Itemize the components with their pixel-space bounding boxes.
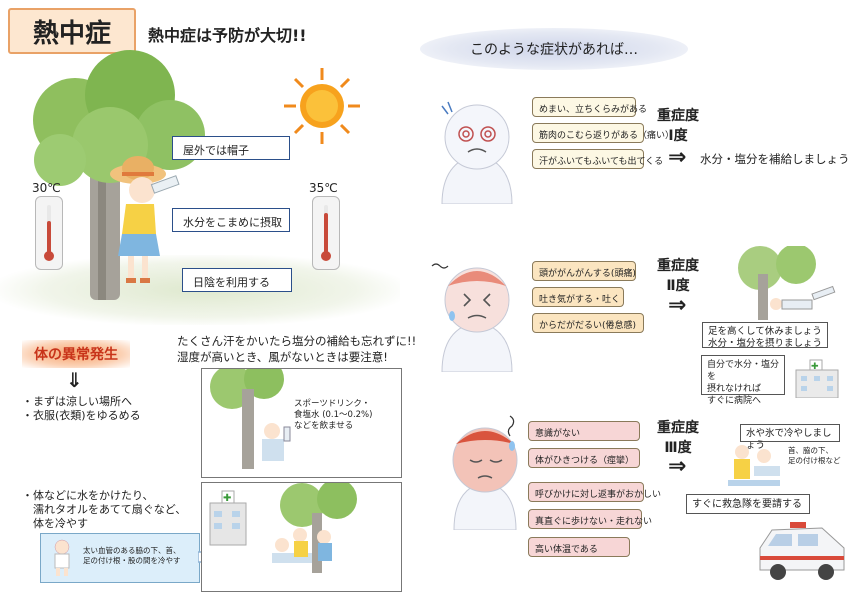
cool-body-parts: 首、脇の下、 足の付け根など [788, 446, 841, 465]
hospital-note: 自分で水分・塩分を 摂れなければ すぐに病院へ [701, 355, 785, 406]
dizzy-face-illustration [441, 101, 513, 204]
symptom-2-3: からだがだるい(倦怠感) [532, 313, 644, 333]
cool-action: 水や氷で冷やしましょう [740, 424, 840, 451]
page-subtitle: 熱中症は予防が大切!! [148, 26, 307, 45]
baby-cooling-box: 太い血管のある脇の下、首、 足の付け根・股の間を冷やす [40, 533, 200, 583]
first-steps: ・まずは涼しい場所へ ・衣服(衣類)をゆるめる [22, 395, 141, 423]
cooling-instructions: ・体などに水をかけたり、 濡れタオルをあてて扇ぐなど、 体を冷やす [22, 489, 187, 530]
page-title: 熱中症 [8, 8, 136, 54]
hospital-building-icon: ✚ [795, 359, 839, 398]
thermometer-right-icon [312, 196, 340, 270]
label-shade: 日陰を利用する [182, 268, 292, 292]
temperature-label-left: 30℃ [32, 181, 61, 195]
symptom-3-2: 体がひきつける（痙攣） [528, 448, 640, 468]
ambulance-icon [759, 522, 845, 580]
tree-shade-illustration [210, 369, 291, 469]
drink-panel: スポーツドリンク・ 食塩水 (0.1～0.2%) などを飲ませる [201, 368, 402, 478]
action-level-2: 足を高くして休みましょう 水分・塩分を摂りましょう [702, 322, 828, 349]
symptom-1-3: 汗がふいてもふいても出てくる [532, 149, 663, 169]
resting-person-illustration [738, 246, 836, 320]
baby-cooling-text: 太い血管のある脇の下、首、 足の付け根・股の間を冷やす [83, 546, 181, 565]
rescue-panel: ✚ [201, 482, 402, 592]
unconscious-face-illustration [452, 415, 518, 530]
salt-note: たくさん汗をかいたら塩分の補給も忘れずに!! 湿度が高いとき、風がないときは要注… [177, 334, 417, 364]
symptom-3-3: 呼びかけに対し返事がおかしい [528, 482, 661, 502]
down-arrow-icon: ⇓ [66, 368, 83, 392]
label-water: 水分をこまめに摂取 [172, 208, 290, 232]
symptom-2-1: 頭ががんがんする(頭痛) [532, 261, 636, 281]
baby-icon [54, 539, 70, 576]
abnormal-heading: 体の異常発生 [22, 340, 130, 368]
symptom-1-1: めまい、立ちくらみがある [532, 97, 647, 117]
thermometer-left-icon [35, 196, 63, 270]
drink-instruction: スポーツドリンク・ 食塩水 (0.1～0.2%) などを飲ませる [294, 399, 373, 431]
temperature-label-right: 35℃ [309, 181, 338, 195]
label-hat: 屋外では帽子 [172, 136, 290, 160]
sun-icon [284, 68, 360, 144]
ambulance-action: すぐに救急隊を要請する [686, 494, 810, 514]
arrow-level-2-icon: ⇒ [668, 293, 687, 318]
svg-text:✚: ✚ [811, 362, 819, 372]
symptom-3-5: 高い体温である [528, 537, 630, 557]
svg-text:✚: ✚ [223, 493, 231, 504]
symptom-3-4: 真直ぐに歩けない・走れない [528, 509, 652, 529]
rescue-illustration: ✚ [209, 483, 357, 573]
step-loosen-clothes: ・衣服(衣類)をゆるめる [22, 409, 141, 422]
arrow-level-1-icon: ⇒ [668, 145, 687, 170]
symptoms-heading: このような症状があれば… [420, 28, 688, 70]
arrow-level-3-icon: ⇒ [668, 454, 687, 479]
action-level-1: 水分・塩分を補給しましょう [700, 152, 850, 166]
symptom-1-2: 筋肉のこむら返りがある（痛い） [532, 123, 674, 143]
symptom-3-1: 意識がない [528, 421, 640, 441]
cooling-people-illustration [728, 445, 780, 486]
step-cool-place: ・まずは涼しい場所へ [22, 395, 132, 408]
severity-level-3: 重症度 Ⅲ度 [657, 420, 699, 456]
severity-level-2: 重症度 Ⅱ度 [657, 258, 699, 294]
symptom-2-2: 吐き気がする・吐く [532, 287, 624, 307]
severity-level-1: 重症度 Ⅰ度 [657, 108, 699, 144]
girl-drinking-illustration [110, 156, 180, 283]
headache-face-illustration [431, 263, 513, 372]
